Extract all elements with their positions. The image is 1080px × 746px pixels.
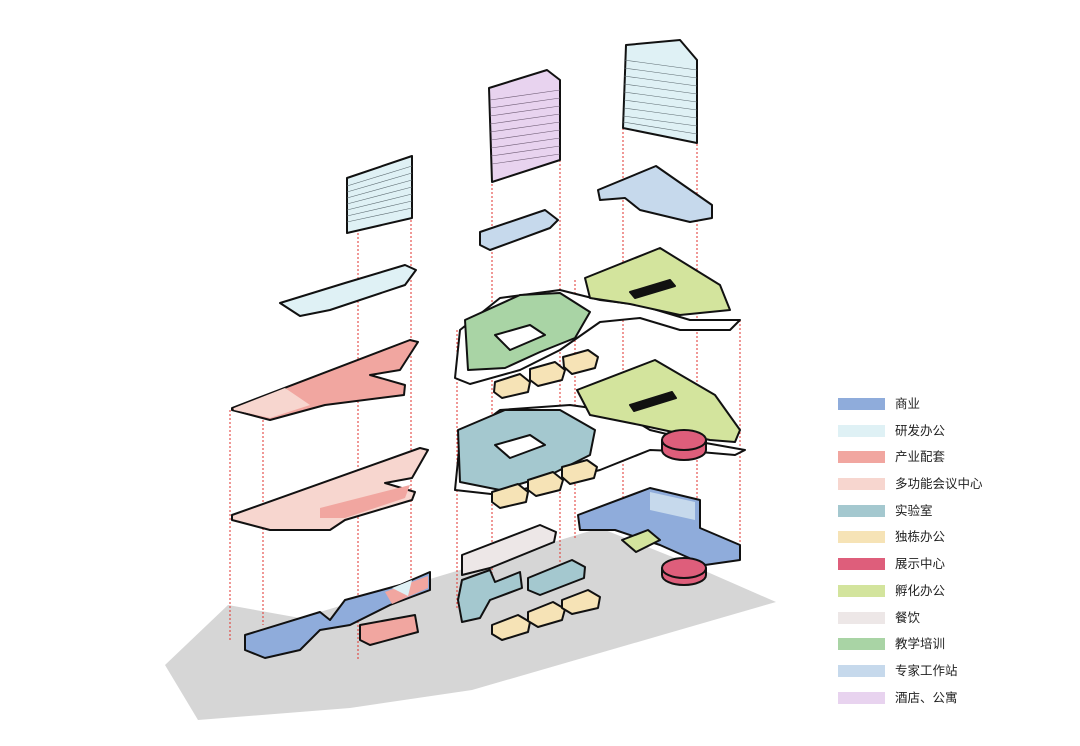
ground-laboratory-block (457, 559, 586, 623)
legend-swatch (838, 638, 885, 651)
legend-label: 展示中心 (895, 556, 946, 572)
middle-tower-hotel-apartment (488, 69, 561, 183)
legend-item: 实验室 (838, 501, 1058, 521)
right-upper-slab-expert-station (597, 165, 713, 223)
legend-item: 餐饮 (838, 608, 1058, 628)
legend-item: 商业 (838, 394, 1058, 414)
legend-item: 酒店、公寓 (838, 688, 1058, 708)
legend-swatch (838, 664, 885, 677)
legend-label: 商业 (895, 396, 921, 411)
legend-label: 产业配套 (895, 449, 946, 465)
left-slab-industrial-support (231, 339, 419, 421)
legend-swatch (838, 531, 885, 544)
legend-swatch (838, 558, 885, 571)
standalone-office-cluster-upper (493, 349, 599, 399)
legend-label: 多功能会议中心 (895, 476, 983, 492)
exhibition-center-upper (661, 429, 707, 461)
legend-item: 产业配套 (838, 447, 1058, 467)
legend-swatch (838, 478, 885, 491)
legend-label: 独栋办公 (895, 529, 946, 545)
incubator-level-lower (576, 359, 741, 443)
legend-label: 孵化办公 (895, 582, 946, 598)
legend-label: 实验室 (895, 502, 933, 518)
left-upper-slab-rnd-office (279, 264, 417, 317)
ground-industrial-support-left (359, 614, 419, 646)
ground-dining-block (461, 524, 557, 576)
legend-item: 独栋办公 (838, 527, 1058, 547)
right-tower-rnd-office (622, 39, 698, 144)
legend-item: 展示中心 (838, 554, 1058, 574)
laboratory-level (454, 404, 746, 496)
ground-commercial-left (244, 571, 431, 659)
left-tower-rnd-office (346, 155, 413, 234)
legend-label: 酒店、公寓 (895, 689, 958, 705)
legend-item: 专家工作站 (838, 661, 1058, 681)
legend-swatch (838, 504, 885, 517)
left-slab-conference-center (231, 447, 429, 531)
legend-swatch (838, 424, 885, 437)
training-level (454, 289, 741, 385)
standalone-office-cluster-middle (491, 459, 598, 509)
ground-plane (165, 528, 776, 720)
legend-swatch (838, 451, 885, 464)
middle-upper-slab-expert-station (479, 209, 559, 251)
legend-label: 教学培训 (895, 636, 946, 652)
legend-item: 教学培训 (838, 634, 1058, 654)
legend-swatch (838, 691, 885, 704)
exhibition-center-ground (661, 557, 707, 586)
legend-swatch (838, 584, 885, 597)
legend: 商业研发办公产业配套多功能会议中心实验室独栋办公展示中心孵化办公餐饮教学培训专家… (838, 394, 1058, 714)
legend-item: 研发办公 (838, 421, 1058, 441)
legend-swatch (838, 398, 885, 410)
standalone-office-cluster-ground (491, 589, 601, 641)
ground-commercial-right (577, 487, 741, 566)
legend-label: 专家工作站 (895, 662, 958, 678)
legend-item: 孵化办公 (838, 581, 1058, 601)
legend-label: 餐饮 (895, 609, 921, 625)
incubator-level-upper (584, 247, 731, 316)
legend-label: 研发办公 (895, 422, 946, 438)
building-volumes (231, 39, 746, 659)
legend-item: 多功能会议中心 (838, 474, 1058, 494)
legend-swatch (838, 611, 885, 624)
